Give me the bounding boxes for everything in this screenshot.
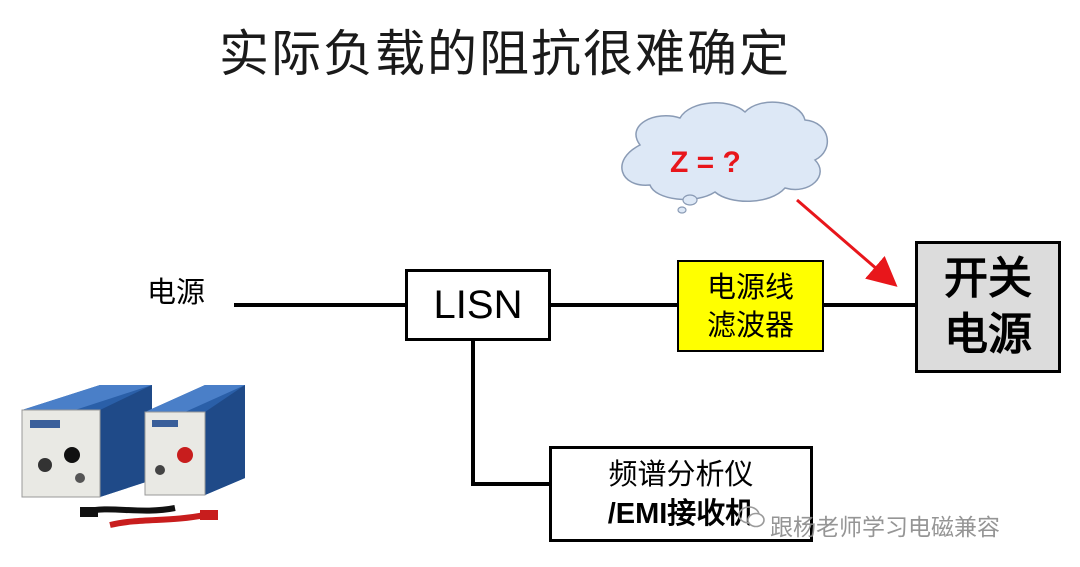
lisn-box: LISN [405, 269, 551, 341]
spectrum-analyzer-box: 频谱分析仪 /EMI接收机 [549, 446, 813, 542]
wechat-icon [738, 506, 765, 528]
pointer-arrow [796, 198, 898, 287]
watermark-text: 跟杨老师学习电磁兼容 [770, 515, 1000, 541]
lisn-label: LISN [433, 282, 523, 327]
smps-label-line2: 电源 [944, 309, 1032, 360]
lisn-analyzer-wire [471, 341, 549, 486]
impedance-question: Z = ? [670, 146, 741, 179]
slide-title: 实际负载的阻抗很难确定 [219, 25, 791, 83]
filter-label-line2: 滤波器 [706, 308, 794, 342]
analyzer-label-line1: 频谱分析仪 [608, 457, 754, 491]
thought-cloud [621, 101, 829, 214]
lisn-device-photo [21, 385, 245, 528]
smps-label-line1: 开关 [944, 253, 1032, 304]
power-line-filter-box: 电源线 滤波器 [677, 260, 824, 352]
power-source-label: 电源 [147, 275, 206, 309]
analyzer-label-line2: /EMI接收机 [607, 498, 755, 530]
switching-power-supply-box: 开关 电源 [915, 241, 1061, 373]
filter-label-line1: 电源线 [706, 270, 794, 304]
